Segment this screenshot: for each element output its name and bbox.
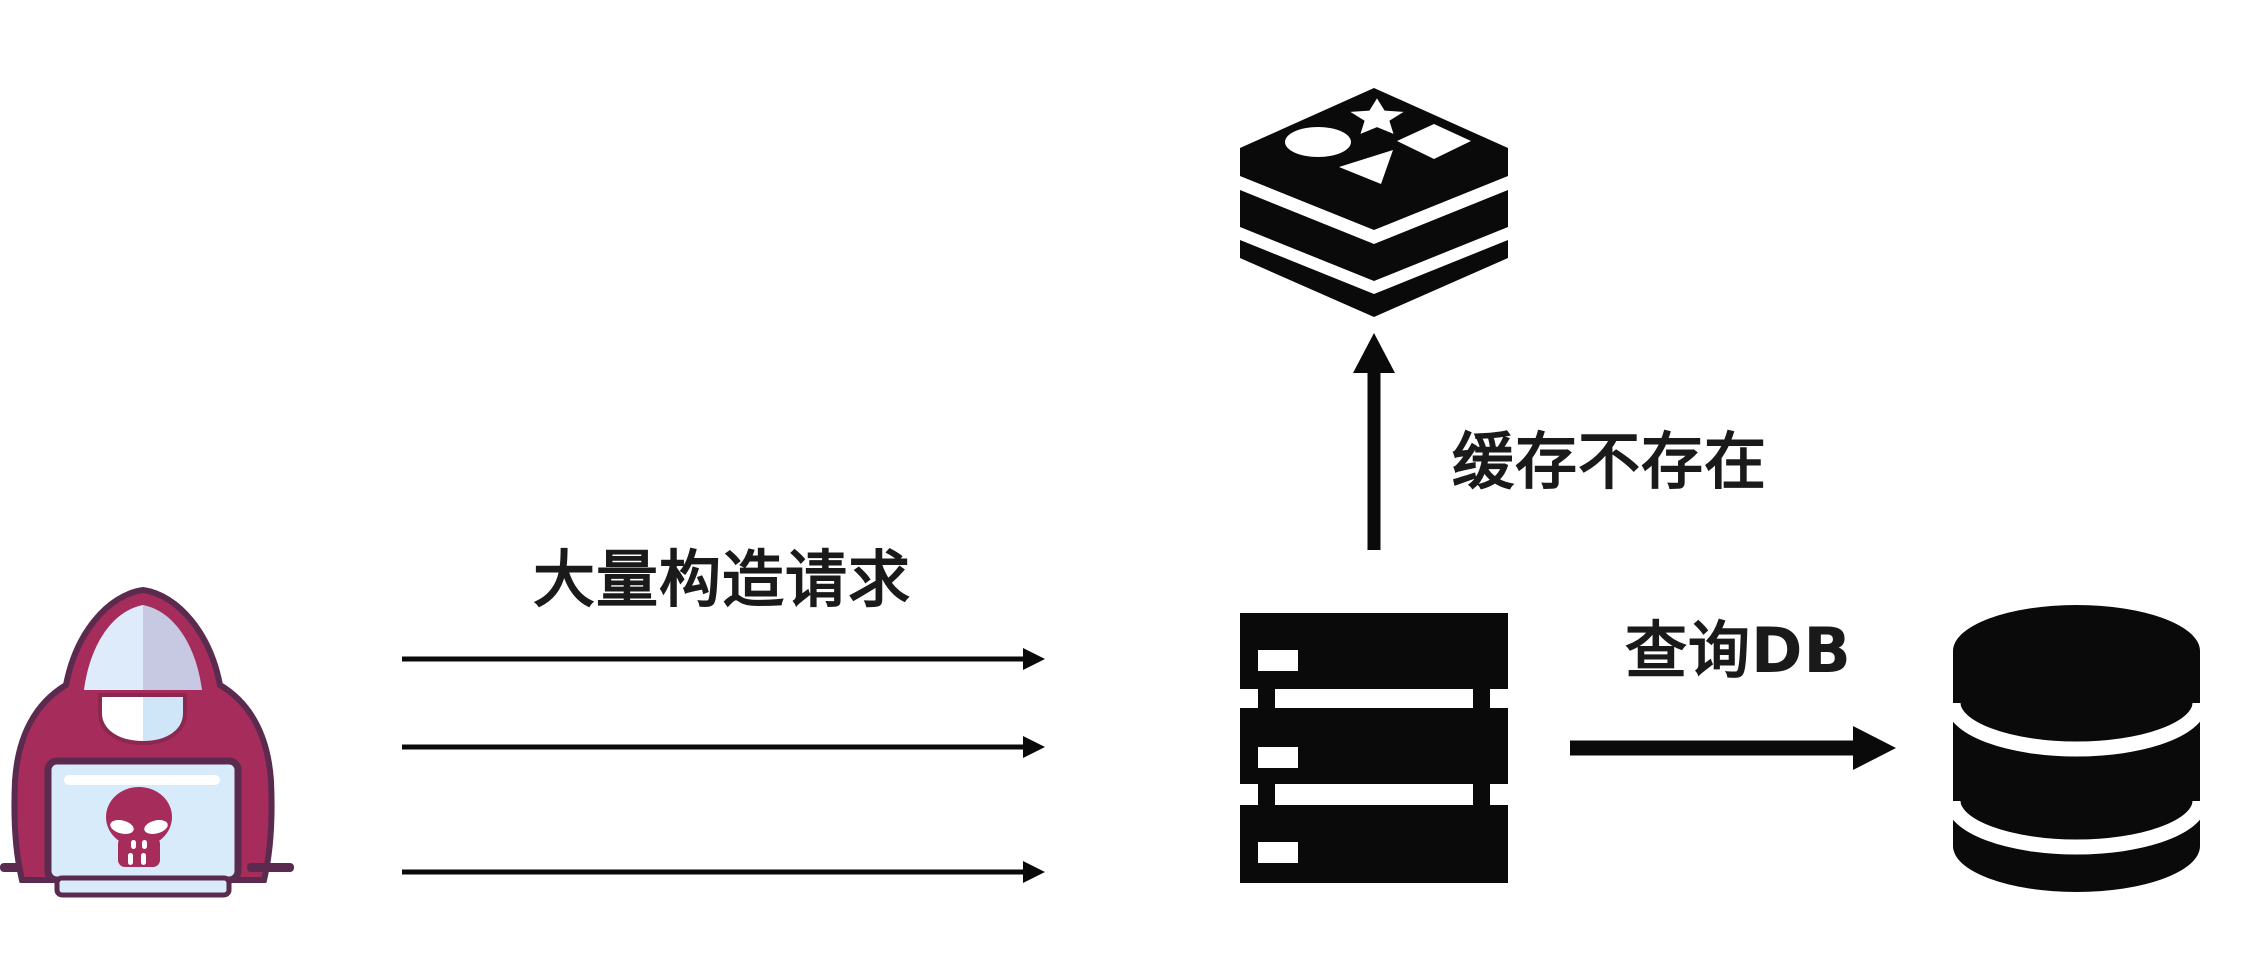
server-led-2 <box>1258 747 1298 768</box>
query-db-arrow <box>1570 726 1896 770</box>
redis-ellipse-shape <box>1285 127 1351 157</box>
query-db-label: 查询DB <box>1625 614 1852 687</box>
mass-requests-label: 大量构造请求 <box>533 543 912 616</box>
face <box>98 693 187 745</box>
database-cylinder-icon <box>1945 605 2208 892</box>
server-slab-2 <box>1240 708 1508 784</box>
request-arrow-3 <box>402 861 1045 883</box>
redis-triangle-shape <box>1339 150 1393 184</box>
cache-miss-label: 缓存不存在 <box>1452 425 1768 498</box>
server-led-3 <box>1258 842 1298 863</box>
desk-line-right <box>247 863 294 872</box>
cache-miss-arrow <box>1353 333 1395 550</box>
hood-inner-right <box>143 605 202 690</box>
request-arrow-2 <box>402 736 1045 758</box>
request-arrows <box>402 648 1045 883</box>
server-rack-icon <box>1240 613 1508 883</box>
laptop-base <box>54 875 232 898</box>
redis-stack-icon <box>1240 88 1508 317</box>
redis-middle-slab <box>1240 190 1508 281</box>
redis-bottom-slab <box>1240 240 1508 317</box>
laptop-screen-highlight <box>64 775 220 785</box>
server-led-1 <box>1258 650 1298 671</box>
hacker-laptop-icon <box>0 586 294 898</box>
redis-top-face-shapes <box>1285 98 1471 184</box>
hood-inner-left <box>84 605 143 690</box>
skull-icon <box>106 787 172 867</box>
redis-star-shape <box>1350 98 1404 134</box>
redis-diamond-shape <box>1397 124 1471 159</box>
request-arrow-1 <box>402 648 1045 670</box>
